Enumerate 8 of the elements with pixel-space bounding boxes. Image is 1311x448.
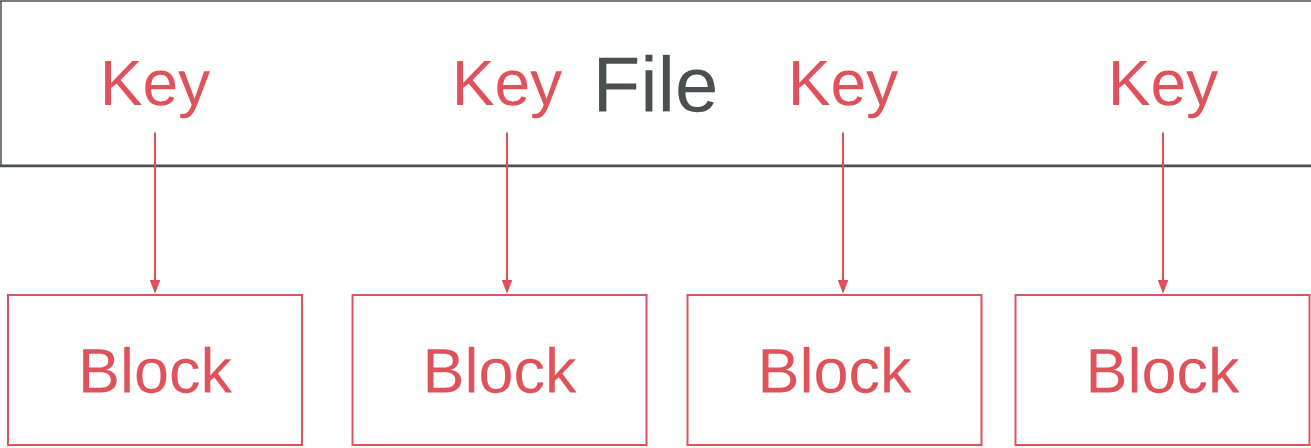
block-box: Block xyxy=(7,294,303,446)
block-box: Block xyxy=(1014,294,1311,446)
key-label: Key xyxy=(105,60,210,119)
block-box: Block xyxy=(686,294,983,446)
block-box: Block xyxy=(351,294,648,446)
key-label: Key xyxy=(1113,60,1219,119)
key-label: Key xyxy=(793,60,899,119)
key-label: Key xyxy=(457,60,562,119)
